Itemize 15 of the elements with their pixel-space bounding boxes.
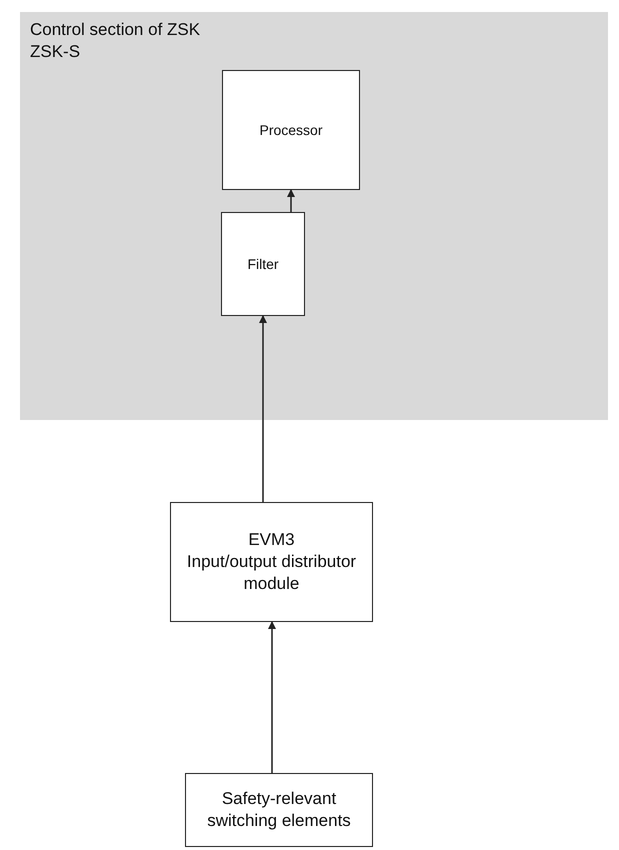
section-subtitle: ZSK-S [30,42,80,62]
shaded-section [20,12,608,420]
process-box [170,502,373,622]
box-label: Safety-relevant switching elements [206,788,352,832]
box-label: Input/output distributor module [186,550,358,596]
arrow [259,315,267,502]
box-heading: EVM3 [248,528,295,551]
section-title: Control section of ZSK [30,20,200,40]
box-label: Processor [259,120,323,140]
process-box [222,70,360,190]
process-box [185,773,373,847]
box-label: Filter [247,254,279,274]
arrow [287,189,295,212]
arrow [268,621,276,773]
process-box [221,212,305,316]
